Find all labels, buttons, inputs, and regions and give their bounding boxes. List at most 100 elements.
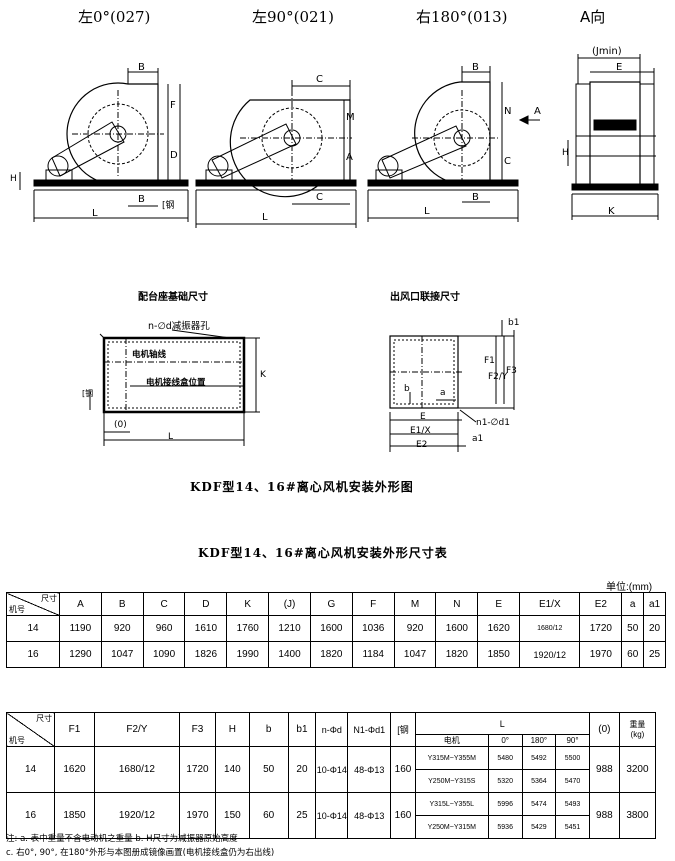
table-cell: 20: [287, 746, 317, 793]
table-cell-motor: Y250M~Y315M: [414, 815, 489, 839]
table-cell: 5500: [555, 746, 590, 770]
fan-view-right180: [367, 66, 540, 222]
table-cell-machine-no: 14: [5, 746, 56, 793]
table-2-header: F1: [54, 712, 95, 747]
table-2-header-l: L: [414, 712, 590, 735]
table-cell: 1920/12: [519, 641, 581, 668]
table-cell: 25: [643, 641, 666, 668]
table-cell: 60: [248, 792, 289, 839]
table-cell: 1620: [477, 615, 521, 642]
table-row: 16 1290 1047 1090 1826 1990 1400 1820 11…: [6, 641, 666, 668]
dim-l-v3: L: [424, 206, 430, 217]
table-cell: 3800: [618, 792, 657, 839]
base-steel-label: [钢: [82, 389, 94, 398]
table-2-header: F2/Y: [93, 712, 181, 747]
table-cell: 20: [643, 615, 666, 642]
table-2-corner: 尺寸 机号: [5, 712, 56, 747]
table-1-header-row: 尺寸 机号 A B C D K (J) G F M N E E1/X E2 a …: [6, 592, 666, 616]
table-2-header-row: 尺寸 机号 F1 F2/Y F3 H b b1 n-Φd N1-Φd1 [钢 L…: [5, 712, 657, 747]
table-cell: 960: [142, 615, 186, 642]
dim-b-v3: B: [472, 62, 479, 73]
dim-e-v4: E: [616, 62, 623, 73]
dim-k-v4: K: [608, 206, 615, 217]
fan-elevation-drawings: [19, 54, 659, 228]
dim-f-v1: F: [170, 100, 176, 111]
dim-c2-v2: C: [316, 192, 323, 203]
table-1-header: a1: [643, 592, 666, 616]
fan-view-left0: [19, 68, 189, 222]
table-2-header: n-Φd: [315, 712, 349, 747]
table-cell: 5451: [555, 815, 590, 839]
table-cell: 1850: [477, 641, 521, 668]
table-cell: 60: [621, 641, 645, 668]
corner-top-label: 尺寸: [41, 594, 57, 603]
table-cell: 5364: [521, 769, 557, 793]
table-cell: 1090: [142, 641, 186, 668]
table-2-header-angle: 90°: [555, 734, 590, 747]
view-title-right180: 右180°(013): [416, 8, 508, 26]
outlet-n1d1-label: n1-∅d1: [476, 418, 510, 428]
table-cell: 1047: [100, 641, 144, 668]
table-row: Y250M~Y315M 5936 5429 5451: [7, 815, 656, 839]
table-cell: 1610: [184, 615, 228, 642]
dim-b2-v1: B: [138, 194, 145, 205]
arrow-a-label: A: [534, 106, 541, 117]
table-cell: 1210: [268, 615, 311, 642]
base-title: 配台座基础尺寸: [138, 292, 208, 303]
table-cell: 1600: [435, 615, 479, 642]
table-cell: 1820: [309, 641, 353, 668]
table-cell: 1760: [226, 615, 270, 642]
figure-caption: KDF型14、16#离心风机安装外形图: [190, 480, 414, 494]
dim-b2-v3: B: [472, 192, 479, 203]
table-cell: 1680/12: [519, 615, 581, 642]
outlet-b-label: b: [404, 384, 410, 394]
outlet-f2y-label: F2/Y: [488, 372, 508, 382]
table-cell: 5492: [521, 746, 557, 770]
table-cell: 5429: [521, 815, 557, 839]
weight-label: 重量: [629, 719, 646, 729]
table-cell-machine-no: 16: [5, 792, 56, 839]
table-1-header: B: [100, 592, 144, 616]
table-1-header: C: [142, 592, 186, 616]
table-cell: 50: [248, 746, 289, 793]
corner-bottom-label: 机号: [9, 605, 25, 614]
base-l-label: L: [168, 432, 174, 442]
table-cell: 160: [390, 792, 416, 839]
table-cell: 920: [100, 615, 144, 642]
table-2-header-o: (0): [588, 712, 620, 747]
dim-b-v1: B: [138, 62, 145, 73]
table-cell-motor: Y250M~Y315S: [414, 769, 489, 793]
dim-steel-v1: [钢: [162, 201, 175, 211]
table-cell: 1620: [54, 746, 95, 793]
table-1-header: G: [309, 592, 353, 616]
table-1-header: a: [621, 592, 645, 616]
table-cell: 988: [588, 792, 620, 839]
table-cell: 10-Φ14: [315, 746, 349, 793]
outlet-e-label: E: [420, 412, 426, 422]
view-title-a-direction: A向: [580, 8, 606, 26]
table-cell: 1820: [435, 641, 479, 668]
table-row: 16 1850 1920/12 1970 150 60 25 10-Φ14 48…: [5, 792, 657, 839]
table-1-header: E2: [579, 592, 623, 616]
dim-jmin-v4: (Jmin): [592, 46, 622, 57]
table-1-header: E: [477, 592, 521, 616]
outlet-flange: [389, 320, 515, 452]
table-cell: 1970: [179, 792, 216, 839]
table-cell: 1047: [393, 641, 437, 668]
base-and-outlet-drawings: [89, 320, 515, 452]
table-cell: 3200: [618, 746, 657, 793]
table-cell: 1920/12: [93, 792, 181, 839]
table-cell: 25: [287, 792, 317, 839]
base-o-label: (0): [114, 420, 127, 430]
weight-unit-label: (kg): [630, 729, 645, 739]
table-cell: 1036: [351, 615, 395, 642]
table-2-header-angle: 180°: [521, 734, 557, 747]
table-cell: 50: [621, 615, 645, 642]
dim-h-v1: H: [10, 174, 17, 184]
dim-a-v2: A: [346, 152, 353, 163]
table-cell: 1826: [184, 641, 228, 668]
dim-m-v2: M: [346, 112, 355, 123]
note-a-b: 注: a. 表中重量不含电动机之重量 b. H尺寸为减振器原始高度: [6, 834, 238, 844]
table-2-header: N1-Φd1: [347, 712, 392, 747]
dim-l-v1: L: [92, 208, 98, 219]
